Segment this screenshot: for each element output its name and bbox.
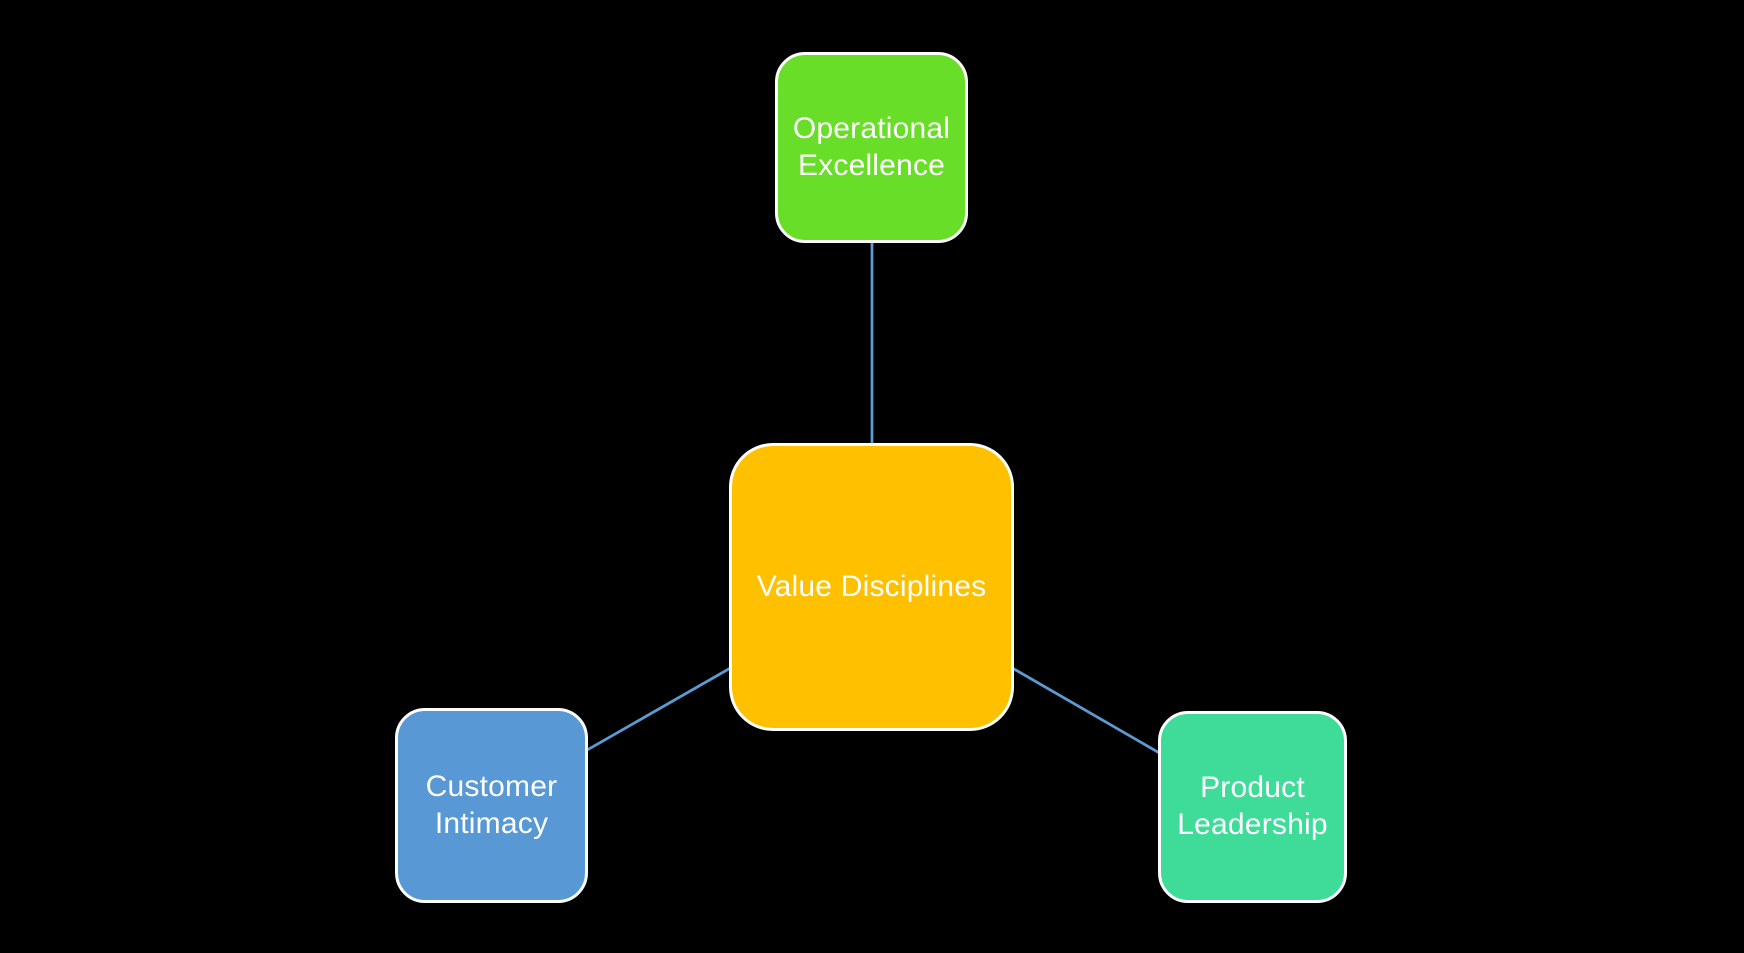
node-operational-excellence-label: Operational Excellence — [792, 111, 951, 182]
node-customer-intimacy: Customer Intimacy — [395, 708, 588, 903]
node-operational-excellence: Operational Excellence — [775, 52, 968, 243]
node-value-disciplines: Value Disciplines — [729, 443, 1014, 731]
node-product-leadership-label: Product Leadership — [1177, 771, 1328, 841]
node-value-disciplines-label: Value Disciplines — [756, 569, 987, 603]
node-customer-intimacy-label: Customer Intimacy — [425, 769, 558, 840]
node-product-leadership: Product Leadership — [1158, 711, 1347, 903]
